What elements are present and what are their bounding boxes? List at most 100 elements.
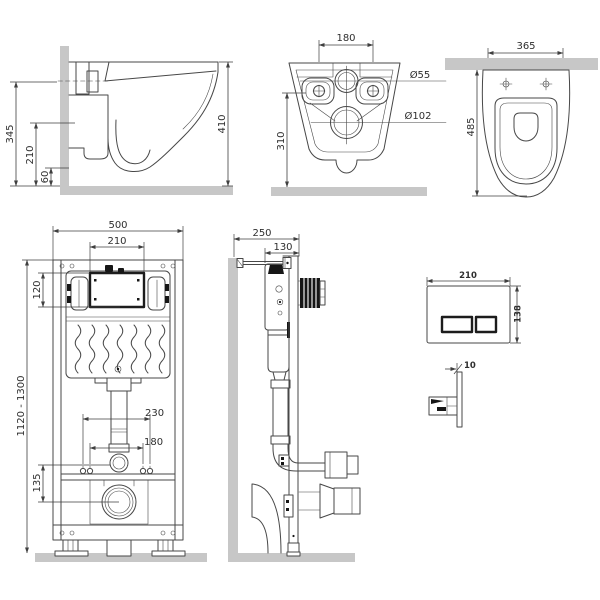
floor-section — [35, 553, 207, 562]
actuator-rod — [431, 399, 444, 404]
overflow-knob — [118, 268, 124, 273]
drain-bend — [251, 483, 282, 554]
cistern-divider — [65, 316, 171, 322]
bowl-inner-edge — [182, 73, 214, 130]
dim-frame-depth-label: 130 — [273, 242, 292, 253]
dim-tick-10 — [453, 363, 463, 375]
flush-pipe — [110, 390, 128, 445]
flush-plate-body — [426, 285, 511, 344]
dim-bowl-underside-label: 210 — [25, 145, 36, 164]
floor-section — [228, 553, 355, 562]
wall-anchor-rod — [237, 261, 290, 265]
frame-side-view: 250 130 — [228, 228, 361, 562]
small-flush-button — [474, 315, 498, 334]
dim-bolt-spacing-label: 180 — [336, 33, 355, 44]
inlet-connector-cap — [346, 455, 359, 475]
outlet-cone — [319, 483, 335, 519]
dim-connection-height-label: 310 — [276, 131, 287, 150]
valve-details — [275, 285, 284, 316]
seat-inner — [499, 102, 553, 180]
frame-outer — [52, 259, 184, 541]
dim-outlet-drop-label: 135 — [32, 473, 43, 492]
wall-section — [445, 58, 598, 70]
toilet-rear-outline — [288, 62, 447, 174]
wall-section — [228, 258, 238, 553]
dim-frame-height-label: 1120 - 1300 — [16, 376, 27, 437]
dim-plate-thickness-label: 10 — [464, 361, 476, 371]
frame-front-dimensions: 500 210 120 1120 - 1300 230 180 135 — [16, 220, 184, 554]
floor-section — [60, 186, 233, 195]
dim-frame-width-label: 500 — [108, 220, 127, 231]
cistern-cap — [268, 264, 284, 274]
frame-foot-plate — [286, 551, 301, 557]
right-foot — [157, 539, 174, 553]
bowl-outline — [107, 61, 219, 172]
dim-bowl-depth-label: 485 — [466, 117, 477, 136]
flush-plate-side-view: 10 — [428, 361, 476, 428]
toilet-side-dimensions: 345 210 60 410 — [5, 61, 233, 187]
floor-section — [271, 187, 427, 196]
cistern-lower — [267, 329, 290, 381]
fixing-bolt-marks — [499, 77, 553, 91]
inspection-window — [88, 271, 146, 309]
dim-bowl-width-label: 365 — [516, 41, 535, 52]
body-outer — [288, 62, 401, 174]
funnel-lines — [309, 102, 383, 122]
window-corner-clips — [94, 279, 140, 301]
pipe-coupling — [270, 435, 291, 445]
trap-curve — [115, 119, 151, 165]
ext-line-135 — [38, 464, 119, 503]
toilet-rear-view: 180 310 Ø55 Ø102 — [271, 33, 447, 196]
ext-line-345 — [10, 81, 60, 187]
outlet-hole-inner — [333, 109, 360, 136]
flush-plate-side-outline — [428, 371, 463, 428]
seat-outer — [494, 97, 558, 185]
left-foot — [62, 539, 79, 553]
frame-front-view: 500 210 120 1120 - 1300 230 180 135 — [16, 220, 207, 562]
right-wing-bracket — [147, 276, 169, 311]
insulation-waves — [74, 324, 166, 374]
cistern-screw — [114, 365, 122, 373]
flush-plate-front-view: 210 138 — [426, 271, 524, 344]
inlet-connector-body — [324, 451, 348, 479]
wall-bracket-detail — [75, 61, 99, 95]
mounting-box — [68, 94, 109, 160]
flush-plate-side-dimensions: 10 — [445, 361, 476, 375]
pipe-collar — [270, 379, 291, 389]
right-foot-plate — [151, 550, 186, 557]
outlet-connector — [333, 487, 361, 515]
dim-outer-bolt-spacing-label: 230 — [145, 408, 164, 419]
dim-clearance-label: 60 — [40, 171, 51, 184]
left-foot-plate — [54, 550, 89, 557]
flush-plate-outline — [426, 285, 511, 344]
flush-pipe-collar — [106, 377, 132, 392]
flush-elbow-inner — [112, 456, 126, 470]
left-wing-bracket — [67, 276, 89, 311]
bowl-outer — [481, 69, 571, 198]
frame-side-dimensions: 250 130 — [233, 228, 300, 263]
dim-inlet-diameter-label: Ø55 — [410, 69, 431, 81]
seat-cover-edge — [104, 61, 217, 82]
dim-window-width-label: 210 — [107, 236, 126, 247]
drain-box — [106, 539, 132, 557]
foot-screw — [292, 534, 295, 538]
dim-overall-depth-label: 250 — [252, 228, 271, 239]
flush-bellows — [297, 277, 326, 309]
dim-mounting-height-label: 345 — [5, 124, 16, 143]
plate-edge — [456, 371, 463, 428]
lower-crossbar — [60, 473, 176, 481]
wall-section — [60, 46, 69, 195]
dim-inner-bolt-spacing-label: 180 — [144, 437, 163, 448]
body-inner — [295, 69, 394, 153]
inlet-hole-inner — [337, 72, 356, 90]
frame-structure — [52, 259, 186, 557]
toilet-top-dimensions: 365 485 — [466, 41, 564, 197]
toilet-side-outline — [57, 61, 219, 172]
large-flush-button — [440, 315, 474, 334]
dim-outlet-diameter-label: Ø102 — [405, 110, 432, 122]
dim-plate-width-label: 210 — [459, 271, 477, 281]
fixing-bolts — [79, 465, 154, 475]
toilet-rear-dimensions: 180 310 Ø55 Ø102 — [276, 33, 432, 188]
